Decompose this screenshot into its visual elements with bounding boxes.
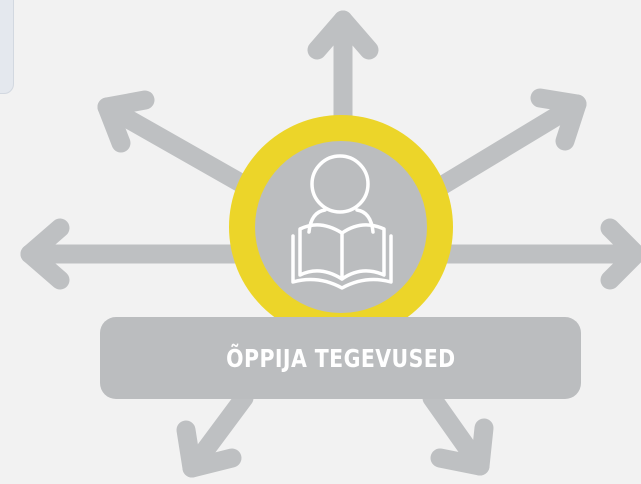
corner-panel [0, 0, 14, 94]
arrow-up [307, 10, 379, 142]
arrow-right [436, 218, 641, 290]
arrow-up-left [97, 90, 256, 196]
reader-with-book-icon [291, 154, 393, 290]
label-text: ÕPPIJA TEGEVUSED [225, 343, 456, 373]
arrow-down-left [176, 388, 254, 478]
arrow-down-right [422, 388, 494, 476]
arrow-up-right [428, 88, 587, 198]
arrow-left [20, 218, 250, 290]
label-pill: ÕPPIJA TEGEVUSED [100, 317, 581, 399]
